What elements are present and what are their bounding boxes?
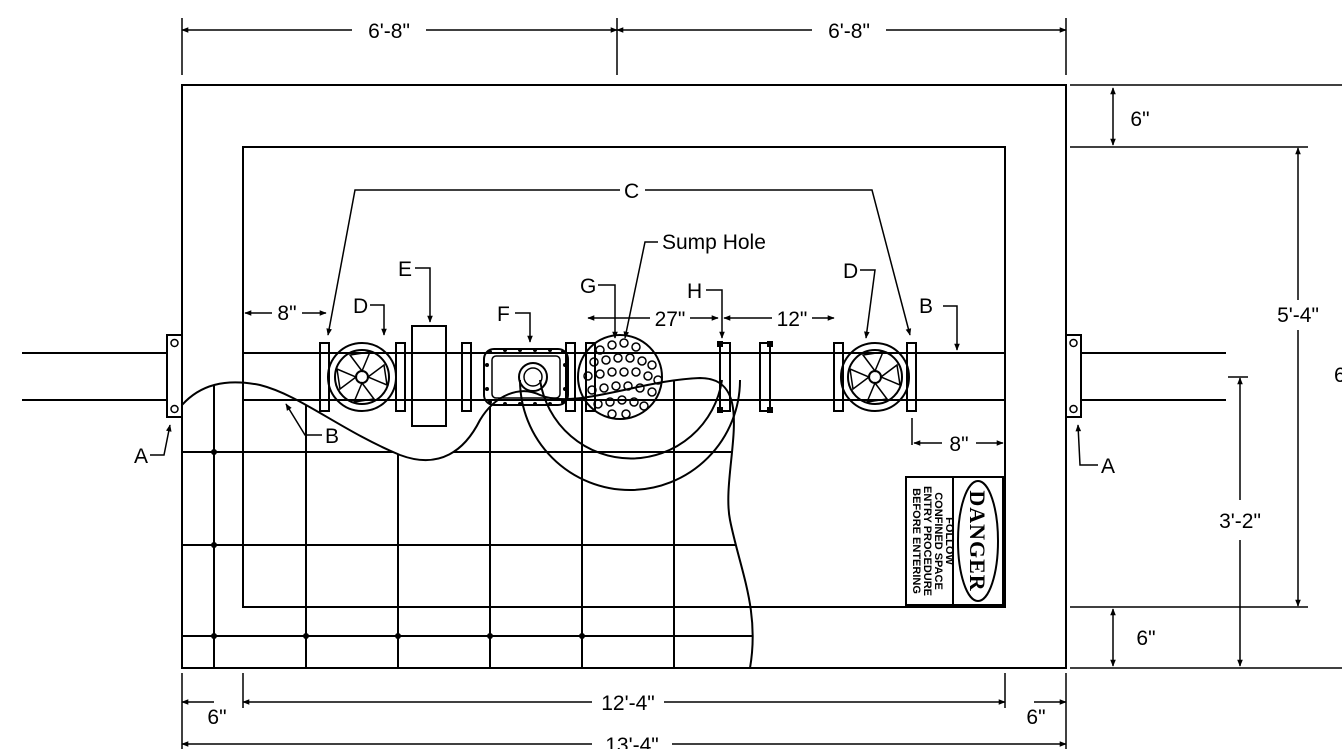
wall-sleeve-left — [166, 334, 183, 418]
label-a-right: A — [1101, 455, 1115, 478]
rebar-ties — [211, 449, 585, 639]
dim-valve-offset-left: 8" — [277, 302, 296, 325]
label-b-upper: B — [919, 295, 933, 318]
meter-e — [411, 325, 447, 427]
danger-line-2: CONFINED SPACE — [932, 492, 944, 590]
rebar-cutaway — [181, 376, 754, 669]
dim-right-partial: 6 — [1334, 364, 1342, 387]
gate-valve-right — [833, 342, 917, 412]
coupling-h — [717, 341, 773, 413]
danger-sign: DANGER FOLLOW CONFINED SPACE ENTRY PROCE… — [905, 476, 1004, 606]
label-a-left: A — [134, 445, 148, 468]
rebar-grid — [182, 380, 753, 668]
sump-hole-inner — [539, 379, 723, 460]
dim-valve-offset-right: 8" — [949, 433, 968, 456]
label-b-lower: B — [325, 425, 339, 448]
dimension-texts: 6'-8" 6'-8" 6" 5'-4" 6 3'-2" 6" 6" 12'-4… — [207, 20, 1342, 749]
wall-sleeve-right — [1065, 334, 1082, 418]
dim-right-bottom-wall: 6" — [1136, 627, 1155, 650]
dim-right-pipe-height: 3'-2" — [1219, 510, 1261, 533]
label-c: C — [624, 180, 639, 203]
dim-bottom-right-wall: 6" — [1026, 706, 1045, 729]
label-f: F — [497, 303, 510, 326]
dim-coupling-to-valve: 12" — [777, 308, 808, 331]
dim-bottom-left-wall: 6" — [207, 706, 226, 729]
dim-sump-to-coupling: 27" — [655, 308, 686, 331]
danger-line-4: BEFORE ENTERING — [910, 488, 922, 594]
gate-valve-left — [319, 342, 406, 412]
label-d-right: D — [843, 260, 858, 283]
sump-hole-outline — [519, 379, 741, 491]
label-e: E — [398, 258, 412, 281]
label-sump-hole: Sump Hole — [662, 231, 766, 254]
danger-title: DANGER — [965, 490, 990, 591]
extension-lines — [181, 18, 1342, 749]
cutaway-edge — [181, 376, 754, 669]
danger-line-1: FOLLOW — [943, 517, 955, 565]
dim-bottom-inner-length: 12'-4" — [601, 692, 655, 715]
dimension-lines — [181, 27, 1301, 747]
dim-right-inner-height: 5'-4" — [1277, 304, 1319, 327]
dim-bottom-overall-length: 13'-4" — [605, 734, 659, 749]
dim-top-left: 6'-8" — [368, 20, 410, 43]
callout-leaders — [150, 189, 1098, 466]
label-h: H — [687, 280, 702, 303]
danger-line-3: ENTRY PROCEDURE — [921, 486, 933, 596]
inner-wall — [242, 146, 1006, 608]
dim-right-top-wall: 6" — [1130, 108, 1149, 131]
sump-grate-g — [577, 334, 663, 420]
component-labels: C Sump Hole E D F G H D B B A A — [134, 180, 1115, 478]
label-g: G — [580, 275, 596, 298]
strainer-f — [461, 342, 576, 412]
dim-top-right: 6'-8" — [828, 20, 870, 43]
label-d-left: D — [353, 295, 368, 318]
